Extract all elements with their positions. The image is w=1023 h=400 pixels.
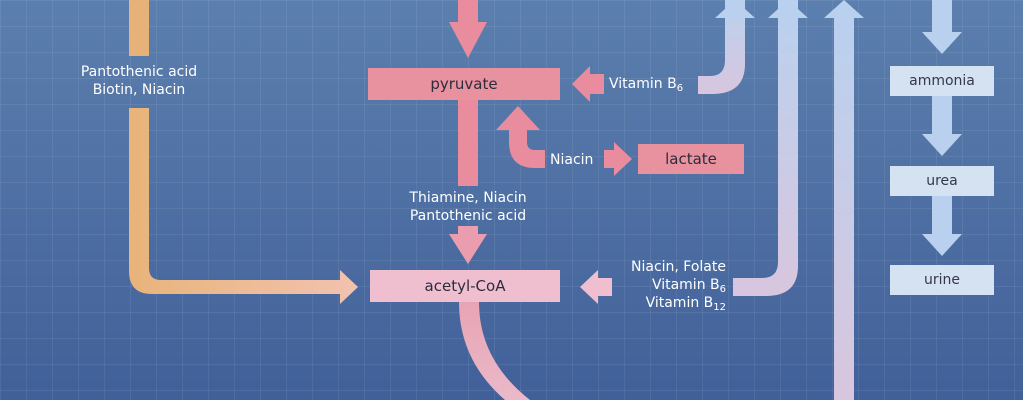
pyruvate-to-acetyl-coa-arrow (449, 100, 487, 264)
pyruvate-lactate-loop (496, 106, 632, 176)
acetyl-cofactor-label: Niacin, Folate Vitamin B6 Vitamin B12 (600, 258, 726, 313)
urea-cycle-arrows (922, 0, 962, 256)
urea-box: urea (890, 166, 994, 196)
acetyl-coa-box: acetyl-CoA (370, 270, 560, 302)
pdh-cofactor-label: Thiamine, Niacin Pantothenic acid (378, 189, 558, 225)
lactate-niacin-label: Niacin (550, 152, 594, 168)
lactate-box: lactate (638, 144, 744, 174)
pdh-cofactor-line1: Thiamine, Niacin (409, 190, 527, 206)
acetyl-cofactor-line1: Niacin, Folate (631, 259, 726, 275)
left-cofactor-line1: Pantothenic acid (80, 64, 198, 80)
pdh-cofactor-line2: Pantothenic acid (409, 208, 527, 224)
acetyl-cofactor-line3: Vitamin B12 (645, 295, 726, 313)
vitamin-b12-acetyl-arrow (580, 0, 808, 304)
acetyl-cofactor-line2: Vitamin B6 (651, 277, 726, 295)
vitamin-b6-pyruvate-arrow (572, 0, 755, 102)
pyruvate-b6-label: Vitamin B6 (609, 76, 684, 94)
acetyl-coa-to-tca-curve (459, 302, 530, 400)
urine-box: urine (890, 265, 994, 295)
pyruvate-box: pyruvate (368, 68, 560, 100)
left-orange-pathway (129, 0, 358, 304)
ammonia-box: ammonia (890, 66, 994, 96)
arrow-into-pyruvate (449, 0, 487, 58)
left-cofactor-label: Pantothenic acid Biotin, Niacin (64, 63, 214, 99)
long-vertical-arrow (824, 0, 864, 400)
left-cofactor-line2: Biotin, Niacin (92, 82, 186, 98)
